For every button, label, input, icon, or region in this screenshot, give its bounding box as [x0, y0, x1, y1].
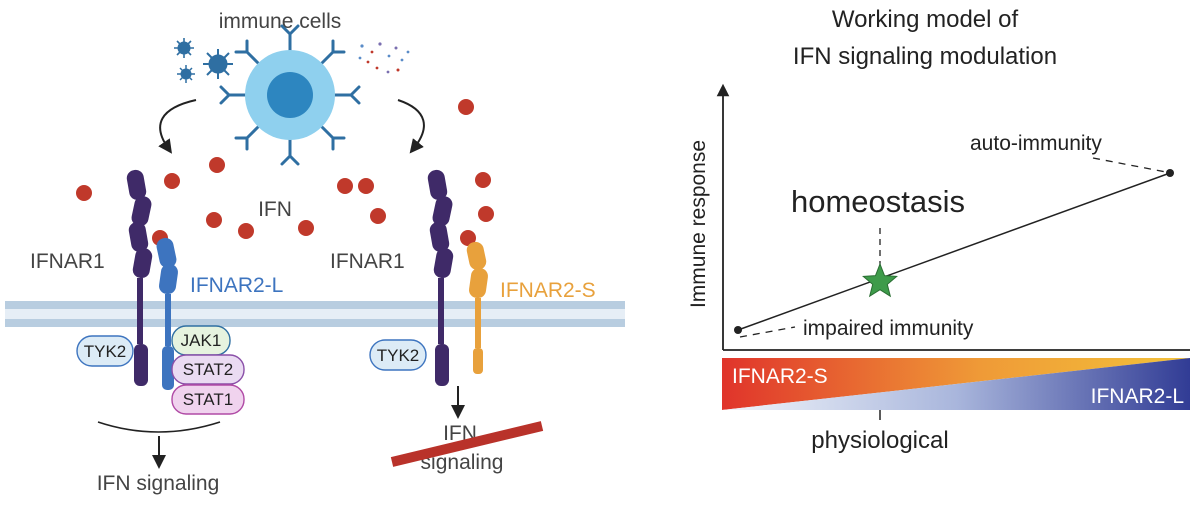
cell-membrane [5, 301, 625, 327]
ifn-particle [370, 208, 386, 224]
trend-line [737, 172, 1171, 331]
homeostasis-label: homeostasis [791, 184, 965, 219]
stat2-node: STAT2 [171, 354, 245, 385]
tyk2-node: TYK2 [369, 339, 427, 371]
ifn-particles [76, 99, 494, 246]
leader-high [1092, 157, 1167, 173]
ifnar1-label: IFNAR1 [330, 250, 405, 273]
immune-cells-label: immune cells [219, 10, 342, 33]
bar-ifnar2-l-label: IFNAR2-L [1091, 385, 1184, 408]
immune-cell-icon [219, 24, 361, 166]
ifn-particle [164, 173, 180, 189]
physiological-label: physiological [811, 427, 948, 454]
stat2-label: STAT2 [183, 360, 233, 379]
ifn-label: IFN [258, 198, 292, 221]
ifnar2-l-wedge [722, 358, 1190, 410]
blocked-bar [390, 421, 544, 467]
ifn-particle [209, 157, 225, 173]
tyk2-label: TYK2 [377, 346, 420, 365]
blocked-signaling-label: signaling [421, 451, 504, 474]
receptor-complex-short: IFNAR1 IFNAR2-S TYK2 IFN signaling [330, 169, 596, 474]
ifn-particle [298, 220, 314, 236]
right-panel: Working model of IFN signaling modulatio… [687, 6, 1190, 454]
ifnar1-label: IFNAR1 [30, 250, 105, 273]
jak1-node: JAK1 [171, 325, 231, 356]
model-title-line2: IFN signaling modulation [793, 43, 1057, 70]
left-panel: immune cells [5, 10, 625, 495]
ifn-signaling-label: IFN signaling [97, 472, 220, 495]
homeostasis-star-icon [862, 262, 898, 298]
tyk2-label: TYK2 [84, 342, 127, 361]
curved-arrow-icon [158, 99, 425, 154]
ifn-particle [206, 212, 222, 228]
stat1-label: STAT1 [183, 390, 233, 409]
ifn-particle [76, 185, 92, 201]
antigen-speckles-icon [358, 42, 410, 74]
impaired-immunity-label: impaired immunity [803, 317, 974, 340]
bar-ifnar2-s-label: IFNAR2-S [732, 365, 828, 388]
ifn-particle [475, 172, 491, 188]
receptor-complex-long: IFNAR1 IFNAR2-L TYK2 JAK1 STAT2 STAT1 IF… [30, 169, 283, 495]
ifn-particle [460, 230, 476, 246]
ifnar2-short-label: IFNAR2-S [500, 279, 596, 302]
ifnar2-long-receptor [156, 237, 178, 390]
ifnar1-receptor [126, 169, 153, 386]
ifnar2-short-receptor [466, 241, 488, 374]
ifnar2-long-label: IFNAR2-L [190, 274, 283, 297]
stat1-node: STAT1 [171, 384, 245, 415]
model-title-line1: Working model of [832, 6, 1019, 33]
ifnar1-receptor [427, 169, 454, 386]
ifn-particle [358, 178, 374, 194]
point-low [734, 326, 742, 334]
jak1-label: JAK1 [181, 331, 222, 350]
y-axis-label: Immune response [687, 140, 710, 308]
ifn-particle [478, 206, 494, 222]
auto-immunity-label: auto-immunity [970, 132, 1102, 155]
ifn-particle [458, 99, 474, 115]
ifn-particle [238, 223, 254, 239]
ifn-particle [337, 178, 353, 194]
tyk2-node: TYK2 [76, 335, 134, 367]
virus-icon [174, 38, 233, 83]
isoform-gradient-bar: IFNAR2-S IFNAR2-L [722, 358, 1190, 410]
leader-low [739, 326, 796, 338]
signal-arc [97, 421, 221, 433]
point-high [1166, 169, 1174, 177]
